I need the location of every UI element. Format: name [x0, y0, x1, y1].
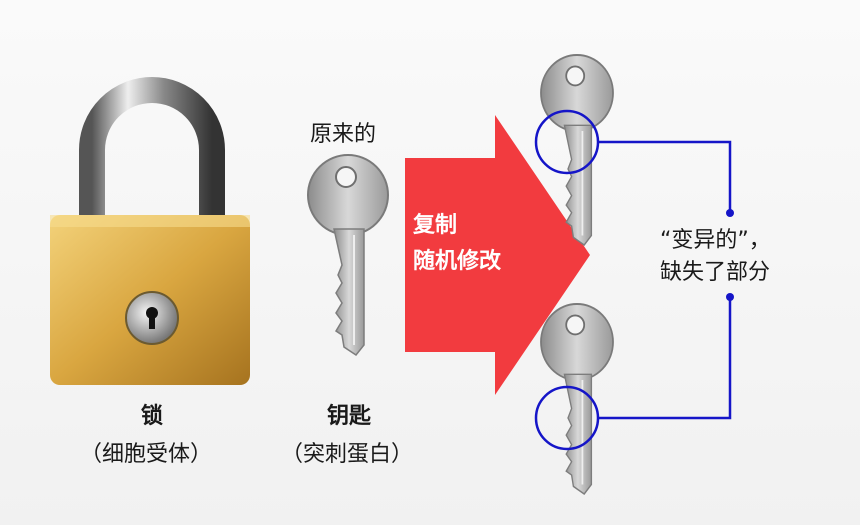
mutated-key-2-icon	[540, 303, 614, 495]
arrow-shape	[405, 115, 590, 395]
annotation-lines	[534, 109, 732, 451]
mutation-note-line2: 缺失了部分	[660, 260, 771, 285]
arrow-label-line2: 随机修改	[413, 249, 502, 274]
lock-subtitle: （细胞受体）	[79, 442, 213, 467]
mutation-note-line1: “变异的”，	[660, 228, 771, 253]
annotation-dot	[726, 293, 734, 301]
arrow-label-line1: 复制	[413, 213, 458, 238]
annotation-dot	[726, 209, 734, 217]
key-title: 钥匙	[326, 404, 372, 429]
key-subtitle: （突刺蛋白）	[280, 442, 414, 467]
original-key-caption: 原来的	[309, 122, 377, 147]
arrow-label: 复制 随机修改	[413, 208, 501, 280]
lock-title: 锁	[140, 404, 164, 429]
mutation-note: “变异的”， 缺失了部分	[660, 225, 771, 289]
padlock-icon	[50, 77, 250, 385]
original-key-icon	[307, 154, 389, 356]
